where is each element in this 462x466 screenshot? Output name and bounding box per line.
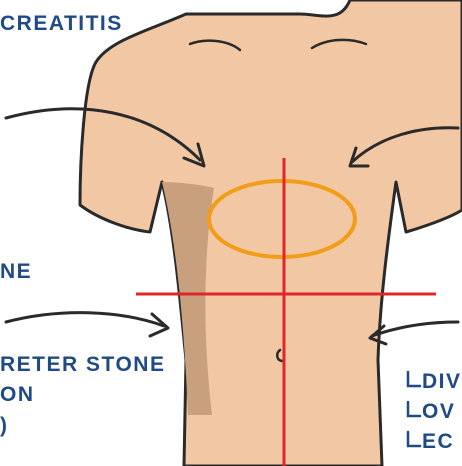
- label-right-3: EC: [422, 430, 454, 453]
- label-lower-left-3: ): [0, 414, 9, 437]
- arrow-lower-left: [6, 313, 164, 326]
- arrow-lower-right: [372, 322, 458, 336]
- torso-body: [80, 0, 462, 466]
- label-lower-left-2: ON: [0, 383, 35, 406]
- list-bullet-3: [408, 432, 420, 446]
- label-right-1: DIV: [422, 370, 462, 393]
- label-mid-left: NE: [0, 260, 32, 283]
- list-bullet-1: [408, 372, 420, 386]
- list-bullet-2: [408, 402, 420, 416]
- label-top-left: CREATITIS: [0, 12, 123, 35]
- label-lower-left-1: RETER STONE: [0, 353, 165, 376]
- label-right-2: OV: [422, 400, 455, 423]
